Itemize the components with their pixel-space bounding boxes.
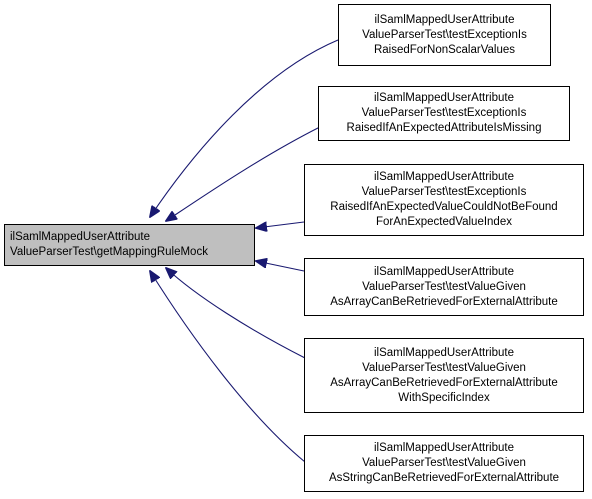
edge-caller-4	[256, 261, 305, 272]
caller-5-line-1: ilSamlMappedUserAttribute	[374, 346, 514, 359]
caller-4-line-3: AsArrayCanBeRetrievedForExternalAttribut…	[330, 295, 558, 308]
caller-1-line-2: ValueParserTest\testExceptionIs	[362, 28, 527, 41]
root-line-2: ValueParserTest\getMappingRuleMock	[10, 246, 208, 258]
caller-node-6[interactable]: ilSamlMappedUserAttribute ValueParserTes…	[304, 435, 584, 492]
caller-4-line-1: ilSamlMappedUserAttribute	[374, 265, 514, 278]
caller-node-4[interactable]: ilSamlMappedUserAttribute ValueParserTes…	[304, 258, 584, 316]
edge-caller-2	[166, 121, 331, 221]
caller-5-line-4: WithSpecificIndex	[398, 391, 490, 404]
caller-1-line-1: ilSamlMappedUserAttribute	[374, 13, 515, 26]
caller-3-line-4: ForAnExpectedValueIndex	[376, 216, 512, 228]
caller-3-line-2: ValueParserTest\testExceptionIs	[361, 186, 527, 198]
edge-caller-6	[150, 271, 306, 463]
edge-caller-5	[166, 268, 306, 359]
caller-5-line-3: AsArrayCanBeRetrievedForExternalAttribut…	[330, 376, 558, 389]
edge-caller-3	[256, 221, 305, 228]
caller-node-2[interactable]: ilSamlMappedUserAttribute ValueParserTes…	[318, 86, 570, 141]
caller-2-line-1: ilSamlMappedUserAttribute	[374, 92, 514, 104]
caller-3-line-1: ilSamlMappedUserAttribute	[374, 171, 514, 183]
caller-node-3[interactable]: ilSamlMappedUserAttribute ValueParserTes…	[304, 164, 584, 236]
caller-3-line-3: RaisedIfAnExpectedValueCouldNotBeFound	[330, 201, 558, 213]
caller-node-1[interactable]: ilSamlMappedUserAttribute ValueParserTes…	[338, 4, 551, 66]
root-line-1: ilSamlMappedUserAttribute	[10, 231, 150, 243]
caller-5-line-2: ValueParserTest\testValueGiven	[362, 361, 526, 374]
root-node[interactable]: ilSamlMappedUserAttribute ValueParserTes…	[4, 224, 255, 266]
caller-4-line-2: ValueParserTest\testValueGiven	[362, 280, 526, 293]
caller-2-line-2: ValueParserTest\testExceptionIs	[361, 107, 527, 119]
caller-6-line-2: ValueParserTest\testValueGiven	[362, 457, 526, 469]
caller-2-line-3: RaisedIfAnExpectedAttributeIsMissing	[346, 122, 542, 134]
edge-caller-1	[150, 39, 339, 217]
caller-1-line-3: RaisedForNonScalarValues	[373, 43, 516, 56]
caller-node-5[interactable]: ilSamlMappedUserAttribute ValueParserTes…	[304, 338, 584, 413]
caller-6-line-3: AsStringCanBeRetrievedForExternalAttribu…	[328, 472, 560, 484]
caller-6-line-1: ilSamlMappedUserAttribute	[374, 442, 514, 454]
